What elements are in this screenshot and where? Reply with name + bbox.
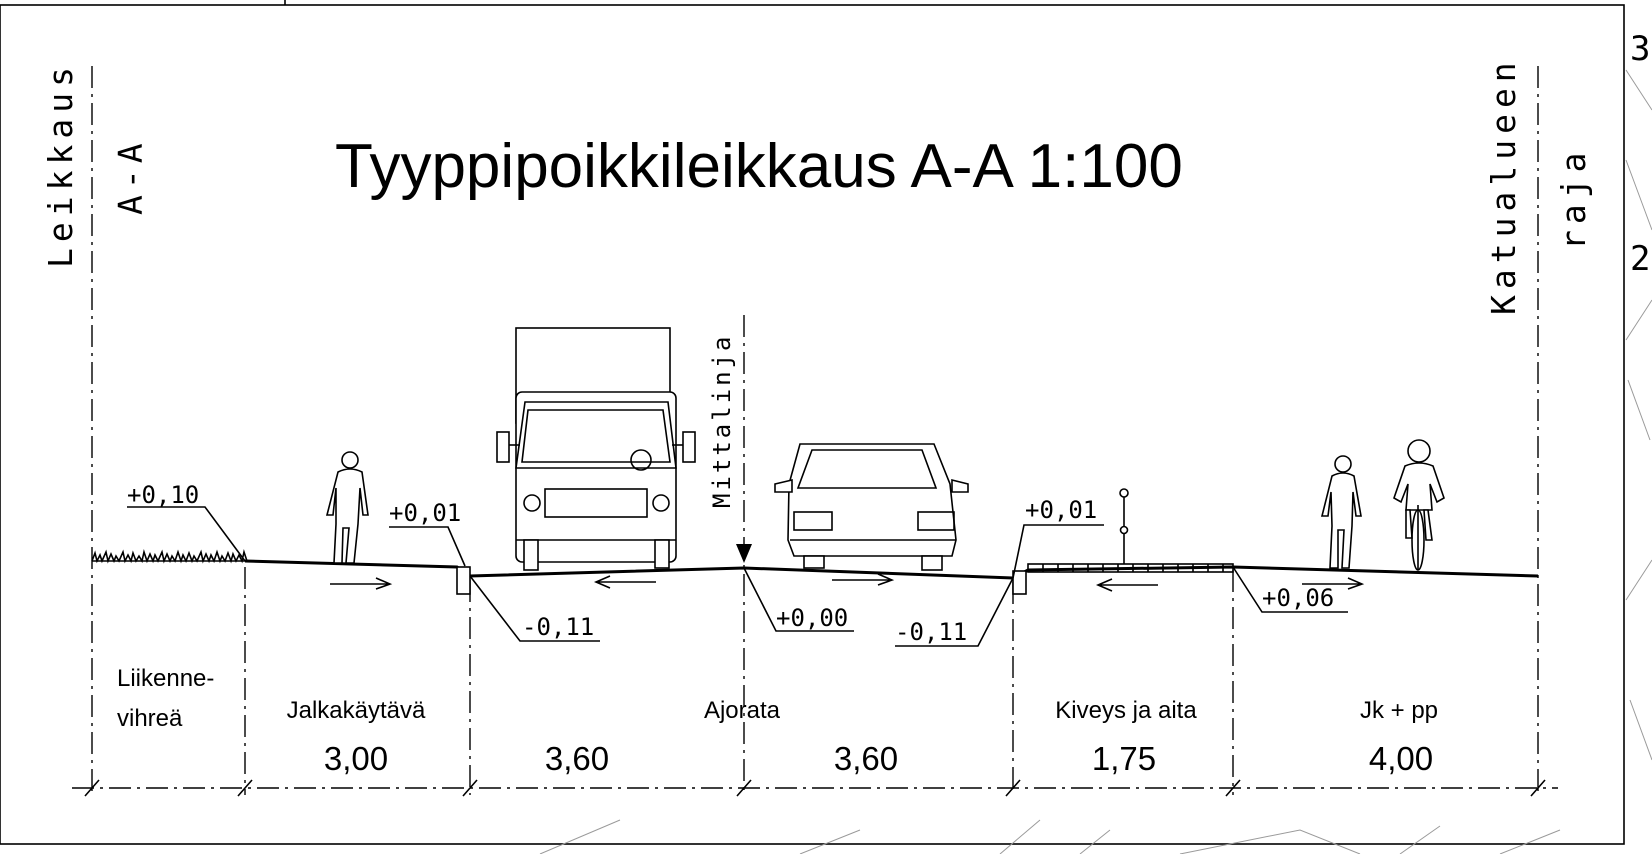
- zone-label-sidewalk: Jalkakäytävä: [287, 697, 426, 724]
- left-curb: [456, 566, 471, 595]
- elevation-left-gutter: -0,11: [522, 613, 594, 641]
- zone-label-green-line1: Liikenne-: [117, 665, 214, 692]
- boundary-label-line2: raja: [1554, 147, 1593, 250]
- elevation-annotations: +0,10 +0,01 -0,11 +0,00 -0,11 +0,01 +0,0…: [127, 481, 1348, 647]
- fence-post: [1119, 488, 1129, 564]
- elevation-path-edge: +0,06: [1262, 584, 1334, 612]
- zone-width-lane-left: 3,60: [545, 740, 609, 777]
- elevation-green-edge: +0,10: [127, 481, 199, 509]
- centerline-marker: [736, 544, 752, 563]
- edge-mark-top: 3: [1630, 29, 1650, 69]
- truck-figure: [496, 327, 696, 571]
- elevation-right-curb: +0,01: [1025, 496, 1097, 524]
- zone-width-sidewalk: 3,00: [324, 740, 388, 777]
- car-figure: [774, 443, 969, 571]
- pedestrian-figure: [325, 451, 369, 564]
- path-pedestrian-figure: [1320, 455, 1362, 569]
- zone-width-cycle-path: 4,00: [1369, 740, 1433, 777]
- zone-width-paving-fence: 1,75: [1092, 740, 1156, 777]
- drawing-title: Tyyppipoikkileikkaus A-A 1:100: [335, 132, 1183, 201]
- elevation-centerline: +0,00: [776, 604, 848, 632]
- zone-dividers: [244, 567, 1234, 795]
- zone-label-cycle-path: Jk + pp: [1360, 697, 1438, 724]
- cyclist-figure: [1393, 439, 1445, 571]
- background-map-lines: [539, 69, 1652, 854]
- section-label-line2: A-A: [111, 137, 150, 215]
- road-surface-profile: [92, 559, 1539, 595]
- section-label-line1: Leikkaus: [41, 61, 80, 268]
- edge-mark-middle: 2: [1630, 239, 1650, 279]
- slope-arrows: [330, 573, 1365, 592]
- grass-hatching: [91, 549, 248, 564]
- right-curb: [1012, 570, 1027, 595]
- drawing-frame: [0, 4, 1625, 845]
- boundary-label-line1: Katualueen: [1484, 56, 1523, 315]
- zone-label-paving-fence: Kiveys ja aita: [1055, 697, 1197, 724]
- zone-label-carriageway: Ajorata: [704, 697, 781, 724]
- elevation-left-curb: +0,01: [389, 499, 461, 527]
- zone-label-green-line2: vihreä: [117, 705, 183, 732]
- dimension-line: [72, 779, 1558, 797]
- zone-width-lane-right: 3,60: [834, 740, 898, 777]
- centerline-label: Mittalinja: [708, 334, 736, 509]
- elevation-right-gutter: -0,11: [895, 618, 967, 646]
